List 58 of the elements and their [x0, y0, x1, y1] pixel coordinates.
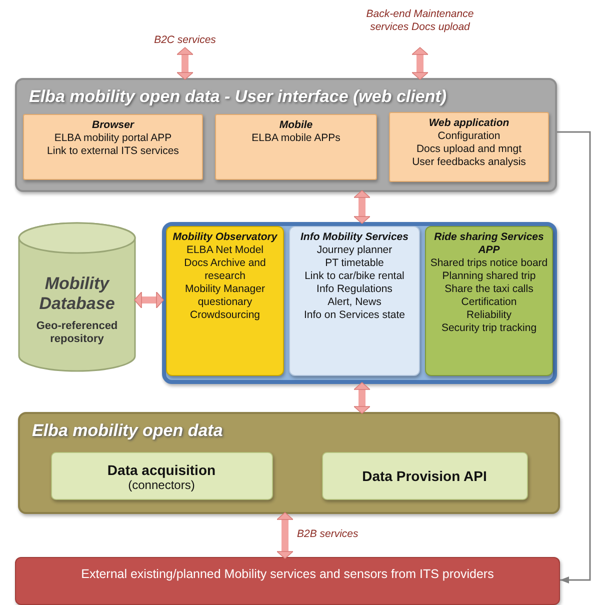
double-arrow [276, 512, 294, 559]
box-heading: Elba mobility open data [32, 420, 223, 442]
box-text: Link to external ITS services [46, 145, 180, 158]
double-arrow [354, 382, 370, 414]
box-heading: Info Mobility Services [300, 231, 410, 244]
connector-arrow [557, 131, 591, 584]
box-heading: Mobility Database [38, 274, 116, 314]
double-arrow [412, 47, 428, 80]
box-text: External existing/planned Mobility services and sensors from ITS providers [80, 566, 495, 582]
box-heading: Mobile [278, 119, 314, 132]
module-box [23, 114, 203, 180]
interface-panel [15, 78, 557, 192]
box-text: Crowdsourcing [188, 309, 262, 322]
services-container [162, 222, 557, 384]
box-text: ELBA mobile APPs [250, 132, 342, 145]
edge-label: B2B services [297, 528, 360, 541]
service-box [289, 226, 420, 376]
edge-label: B2C services [153, 34, 217, 47]
box-text: (connectors) [127, 479, 196, 492]
box-text: Info Regulations [316, 283, 394, 296]
box-text: Docs upload and mngt [415, 143, 523, 156]
service-box [425, 226, 553, 376]
module-box [215, 114, 377, 180]
box-text: Link to car/bike rental [304, 270, 406, 283]
box-text: Docs Archive and research [183, 257, 267, 283]
box-heading: Ride sharing Services APP [433, 231, 545, 257]
double-arrow [176, 47, 194, 80]
box-text: Shared trips notice board [429, 257, 549, 270]
component-box [50, 452, 272, 500]
box-text: PT timetable [324, 257, 385, 270]
double-arrow [134, 292, 164, 308]
box-text: ELBA Net Model [185, 244, 265, 257]
box-text: Configuration [436, 130, 502, 143]
box-heading: Data acquisition [106, 461, 217, 479]
service-box [166, 226, 284, 376]
box-text: Alert, News [326, 296, 382, 309]
box-text: Info on Services state [303, 309, 406, 322]
module-box [389, 112, 549, 182]
box-heading: Mobility Observatory [172, 231, 278, 244]
component-box [322, 452, 528, 500]
box-text: Planning shared trip [441, 270, 537, 283]
box-text: Share the taxi calls [444, 283, 534, 296]
box-heading: Data Provision API [361, 467, 488, 485]
box-heading: Elba mobility open data - User interface (web client) [29, 86, 447, 108]
box-text: Geo-referenced repository [35, 320, 119, 346]
box-heading: Web application [428, 117, 510, 130]
box-text: Mobility Manager questionary [184, 283, 266, 309]
edge-label: Back-end Maintenance services Docs upload [365, 8, 475, 34]
box-text: Reliability [466, 309, 512, 322]
box-text: Certification [460, 296, 518, 309]
open-data-panel [18, 412, 560, 514]
box-text: Security trip tracking [440, 322, 538, 335]
box-heading: Browser [90, 119, 136, 132]
double-arrow [354, 190, 370, 224]
external-services-box [15, 557, 560, 605]
box-text: ELBA mobility portal APP [53, 132, 173, 145]
box-text: User feedbacks analysis [411, 156, 527, 169]
box-text: Journey planner [316, 244, 394, 257]
